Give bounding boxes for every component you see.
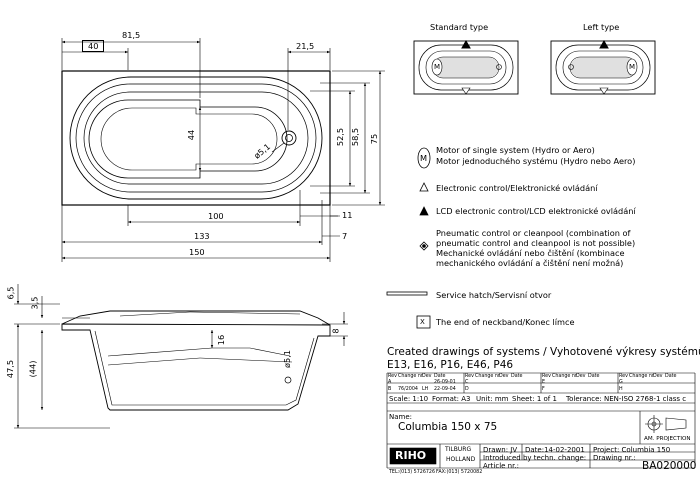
systems-list: E13, E16, P16, E46, P46 xyxy=(387,359,514,371)
dim-133: 133 xyxy=(194,231,210,241)
dim-3-5: 3,5 xyxy=(29,296,40,310)
rev-header-cell: Dev xyxy=(576,373,586,379)
drawn-by: Drawn: JV xyxy=(483,446,518,454)
dim-47-5: 47,5 xyxy=(5,359,16,379)
top-dimensions xyxy=(61,38,385,262)
rev-cell: A xyxy=(388,380,392,386)
legend-motor-line1: Motor of single system (Hydro or Aero) xyxy=(436,145,595,155)
format-label: Format: A3 xyxy=(432,395,471,403)
dim-6-5: 6,5 xyxy=(5,286,16,300)
rev-header-cell: Rev xyxy=(619,373,628,379)
drawing-name: Columbia 150 x 75 xyxy=(398,421,498,433)
dim-16: 16 xyxy=(216,334,227,346)
rev-cell: B xyxy=(388,386,392,392)
sheet-label: Sheet: 1 of 1 xyxy=(512,395,557,403)
rev-cell: F xyxy=(542,386,545,392)
rev-header-cell: Change nr. xyxy=(552,373,578,379)
unit-label: Unit: mm xyxy=(476,395,509,403)
rev-header-cell: Dev xyxy=(422,373,432,379)
introduced: Introduced by techn. change: xyxy=(483,454,587,462)
rev-cell: D xyxy=(465,386,469,392)
fax: FAX:(013) 5720082 xyxy=(436,470,483,475)
legend-motor-line2: Motor jednoduchého systému (Hydro nebo A… xyxy=(436,156,636,166)
rev-header-cell: Date xyxy=(434,373,446,379)
legend-lcd: LCD electronic control/LCD elektronické … xyxy=(436,206,636,216)
legend-pneu-line4: mechanického ovládání a čištění není mož… xyxy=(436,258,624,268)
dim-21-5: 21,5 xyxy=(296,41,315,51)
dim-40: 40 xyxy=(82,40,105,52)
left-type-label: Left type xyxy=(583,22,620,32)
systems-header: Created drawings of systems / Vyhotovené… xyxy=(387,346,700,358)
tel: TEL:(013) 5726726 xyxy=(389,470,436,475)
rev-cell: 26-09-01 xyxy=(434,380,456,386)
dim-11: 11 xyxy=(342,210,353,220)
dim-5-1-side: ø5,1 xyxy=(282,349,293,369)
standard-motor-symbol: M xyxy=(434,63,441,71)
side-dimensions xyxy=(14,284,348,429)
dim-52-5: 52,5 xyxy=(335,127,346,147)
rev-cell: C xyxy=(465,380,469,386)
city-tilburg: TILBURG xyxy=(445,446,472,453)
scale-label: Scale: 1:10 xyxy=(389,395,429,403)
rev-header-cell: Dev xyxy=(653,373,663,379)
legend-pneu-line3: Mechanické ovládání nebo čištění (kombin… xyxy=(436,248,625,258)
date: Date:14-02-2001 xyxy=(525,446,585,454)
rev-header-cell: Rev xyxy=(542,373,551,379)
legend-pneu-line2: pneumatic control and cleanpool is not p… xyxy=(436,238,636,248)
projection-label: AM. PROJECTION xyxy=(644,436,691,442)
dim-75: 75 xyxy=(369,133,380,145)
riho-logo: RIHO xyxy=(395,449,427,462)
legend-neck-symbol: X xyxy=(420,318,425,326)
rev-cell: H xyxy=(619,386,623,392)
legend-motor-symbol: M xyxy=(420,153,428,163)
rev-header-cell: Date xyxy=(588,373,600,379)
rev-header-cell: Date xyxy=(665,373,677,379)
legend-electronic: Electronic control/Elektronické ovládání xyxy=(436,183,598,193)
rev-cell: G xyxy=(619,380,623,386)
project: Project: Columbia 150 xyxy=(593,446,671,454)
rev-header-cell: Rev xyxy=(388,373,397,379)
standard-type-view xyxy=(413,39,519,95)
rev-cell: 22-09-04 xyxy=(434,386,456,392)
dim-58-5: 58,5 xyxy=(350,127,361,147)
legend-hatch: Service hatch/Servisní otvor xyxy=(436,290,552,300)
dim-40-text: 40 xyxy=(88,41,99,51)
rev-cell: 76/2004 xyxy=(398,386,418,392)
rev-header-cell: Change nr. xyxy=(475,373,501,379)
article-nr-label: Article nr.: xyxy=(483,462,519,470)
standard-type-label: Standard type xyxy=(430,22,489,32)
dim-100: 100 xyxy=(208,211,224,221)
rev-cell: LH xyxy=(422,386,429,392)
tolerance-label: Tolerance: NEN-ISO 2768-1 class c xyxy=(566,395,687,403)
dim-8: 8 xyxy=(330,328,341,334)
dim-150: 150 xyxy=(189,247,205,257)
legend-neckband: The end of neckband/Konec límce xyxy=(436,317,575,327)
dim-81-5: 81,5 xyxy=(122,30,141,40)
name-label: Name: xyxy=(389,413,413,421)
title-block-lines xyxy=(386,372,696,469)
top-view xyxy=(61,70,331,206)
legend-pneu-line1: Pneumatic control or cleanpool (combinat… xyxy=(436,228,631,238)
rev-header-cell: Change nr. xyxy=(629,373,655,379)
side-view xyxy=(61,310,331,411)
dim-7: 7 xyxy=(342,231,348,241)
legend-symbols xyxy=(386,147,431,329)
rev-cell: E xyxy=(542,380,546,386)
rev-header-cell: Rev xyxy=(465,373,474,379)
left-motor-symbol: M xyxy=(629,63,636,71)
rev-header-cell: Change nr. xyxy=(398,373,424,379)
city-holland: HOLLAND xyxy=(446,456,476,463)
rev-header-cell: Dev xyxy=(499,373,509,379)
dim-44: 44 xyxy=(186,129,197,141)
dim-44-paren: (44) xyxy=(27,360,38,378)
rev-header-cell: Date xyxy=(511,373,523,379)
drawing-nr-label: Drawing nr.: xyxy=(593,454,636,462)
drawing-number: BA020000 xyxy=(642,460,697,472)
left-type-view xyxy=(550,39,656,95)
